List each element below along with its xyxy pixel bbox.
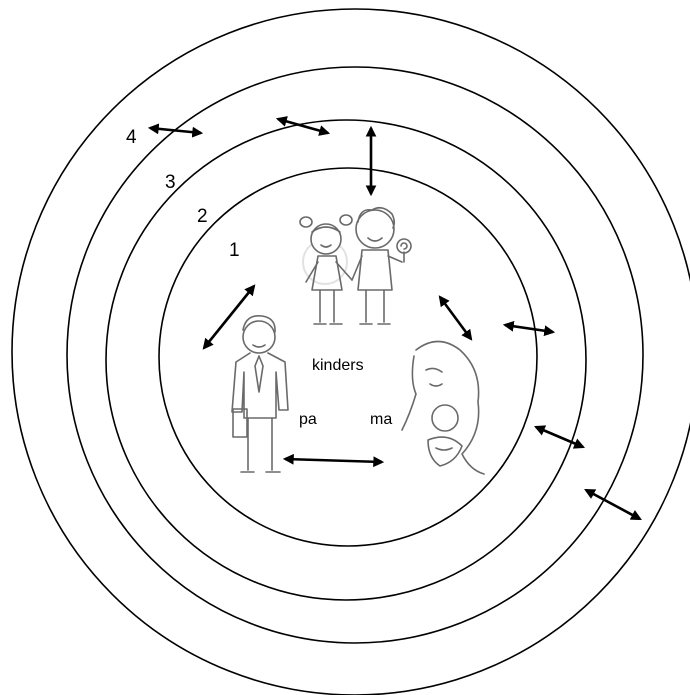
- ring-4: [12, 9, 690, 695]
- arrow-ring4-ring3-left: [150, 128, 201, 133]
- children-icon: [300, 208, 411, 324]
- arrow-children-mother: [440, 297, 471, 339]
- label-children: kinders: [312, 357, 364, 374]
- father-icon: [232, 316, 288, 472]
- ring-3: [67, 67, 643, 643]
- mother-baby-icon: [402, 342, 484, 475]
- ring-label-4: 4: [126, 127, 137, 148]
- label-mother: ma: [370, 411, 392, 428]
- arrow-father-mother: [285, 459, 382, 462]
- ring-label-3: 3: [165, 172, 176, 193]
- ring-label-2: 2: [197, 206, 208, 227]
- ring-label-1: 1: [229, 240, 240, 261]
- arrow-ring1-ring2-right: [505, 325, 553, 332]
- label-father: pa: [299, 411, 317, 428]
